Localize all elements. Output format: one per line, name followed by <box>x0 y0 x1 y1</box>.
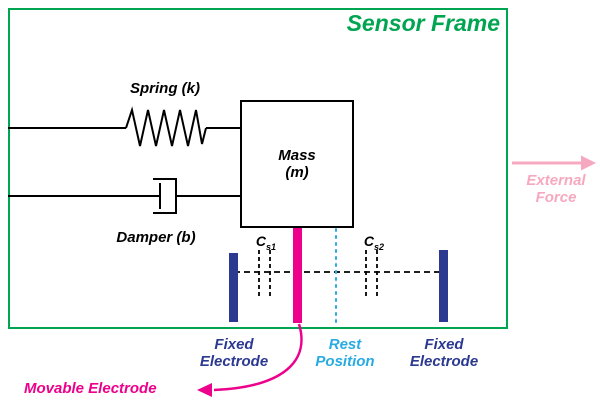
external-force-label: External Force <box>514 172 598 207</box>
cs2-symbol: C <box>363 233 375 249</box>
cs1-subscript: s1 <box>266 241 277 252</box>
spring-label: Spring (k) <box>130 80 200 97</box>
external-force-arrow <box>512 155 596 171</box>
fixed-electrode-left-label: Fixed Electrode <box>199 336 269 371</box>
mass-label-line2: (m) <box>285 164 309 181</box>
capacitor-cs1-label: Cs1 <box>246 233 286 252</box>
external-force-line1: External <box>526 172 586 189</box>
capacitor-cs2-label: Cs2 <box>354 233 394 252</box>
damper-label: Damper (b) <box>116 229 196 246</box>
mass-label-line1: Mass <box>278 147 316 164</box>
cs2-subscript: s2 <box>374 241 385 252</box>
rest-position-label: Rest Position <box>315 336 375 371</box>
fixed-electrode-right-label: Fixed Electrode <box>409 336 479 371</box>
movable-electrode-label: Movable Electrode <box>24 380 157 397</box>
sensor-frame-title: Sensor Frame <box>346 10 500 36</box>
movable-electrode-bar <box>293 228 302 323</box>
external-force-line2: Force <box>535 189 577 207</box>
cs1-symbol: C <box>255 233 267 249</box>
fixed-electrode-right-bar <box>439 250 448 322</box>
fixed-electrode-left-bar <box>229 253 238 322</box>
mass-block: Mass (m) <box>240 100 354 228</box>
